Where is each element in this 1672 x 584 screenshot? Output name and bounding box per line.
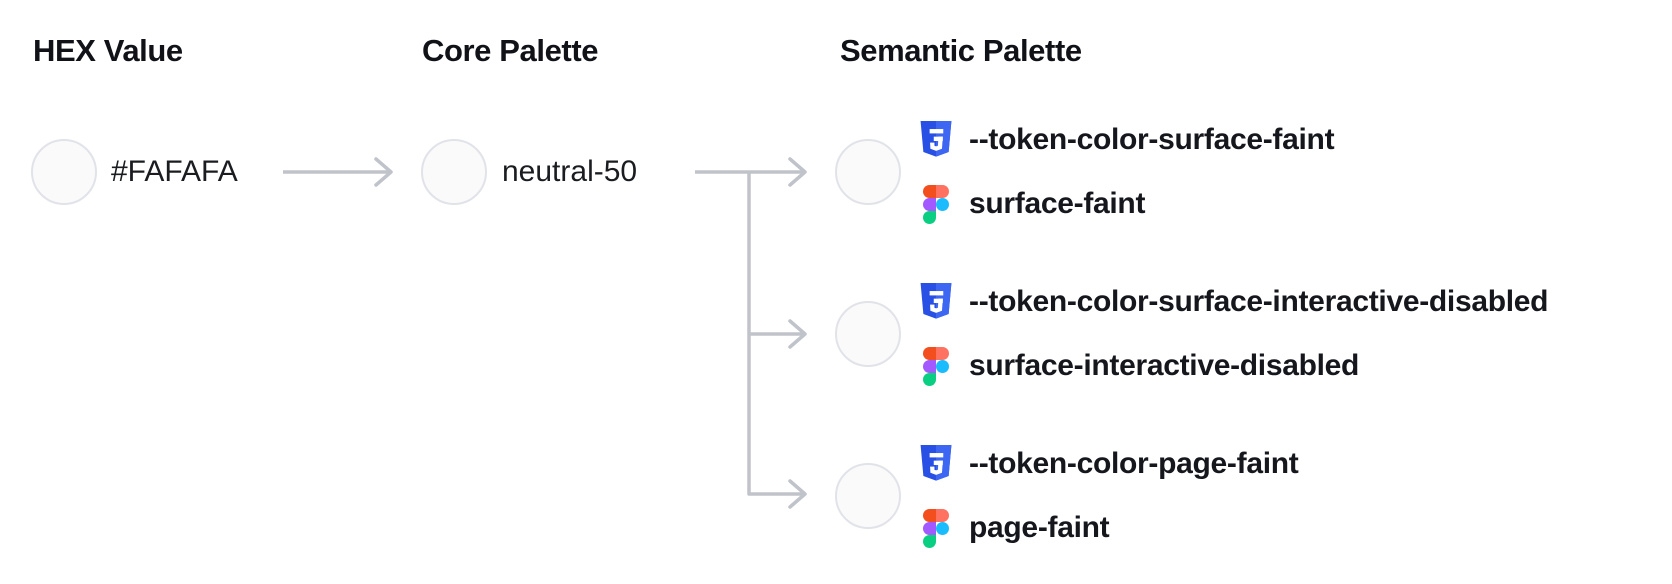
figma-style-row: page-faint — [916, 496, 1298, 560]
css-token-row: --token-color-page-faint — [916, 432, 1299, 496]
semantic-entry-2: --token-color-surface-interactive-disabl… — [916, 270, 1549, 398]
arrowhead-semantic-2 — [788, 319, 807, 349]
trunk-line — [747, 172, 804, 496]
core-color-swatch — [421, 139, 487, 205]
css-variable-name: --token-color-surface-faint — [969, 123, 1335, 156]
arrowhead-semantic-3 — [788, 479, 807, 509]
core-name-label: neutral-50 — [502, 155, 638, 188]
figma-logo-icon — [916, 346, 956, 386]
semantic-column-header: Semantic Palette — [840, 33, 1082, 68]
semantic-color-swatch-2 — [835, 301, 901, 367]
css3-logo-icon — [916, 283, 956, 321]
figma-style-name: page-faint — [969, 511, 1110, 544]
hex-value-label: #FAFAFA — [111, 155, 238, 188]
figma-logo-icon — [916, 184, 956, 224]
css-variable-name: --token-color-surface-interactive-disabl… — [969, 285, 1549, 318]
semantic-color-swatch-3 — [835, 463, 901, 529]
arrowhead-semantic-1 — [788, 157, 807, 187]
arrowhead-hex-to-core — [374, 157, 393, 187]
hex-column-header: HEX Value — [33, 33, 183, 68]
semantic-entry-3: --token-color-page-faint page-faint — [916, 432, 1299, 560]
semantic-entry-1: --token-color-surface-faint surface-fain… — [916, 108, 1335, 236]
figma-style-row: surface-interactive-disabled — [916, 334, 1548, 398]
figma-style-row: surface-faint — [916, 172, 1334, 236]
css-token-row: --token-color-surface-faint — [916, 108, 1335, 172]
hex-color-swatch — [31, 139, 97, 205]
css-token-row: --token-color-surface-interactive-disabl… — [916, 270, 1549, 334]
css3-logo-icon — [916, 445, 956, 483]
figma-logo-icon — [916, 508, 956, 548]
css-variable-name: --token-color-page-faint — [969, 447, 1299, 480]
core-column-header: Core Palette — [422, 33, 599, 68]
figma-style-name: surface-interactive-disabled — [969, 349, 1360, 382]
semantic-color-swatch-1 — [835, 139, 901, 205]
css3-logo-icon — [916, 121, 956, 159]
figma-style-name: surface-faint — [969, 187, 1146, 220]
